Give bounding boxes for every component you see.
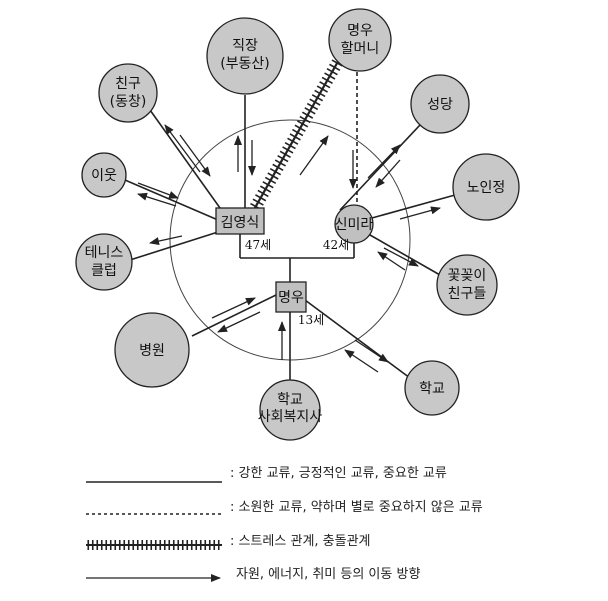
family-father: 김영식 47세 (215, 207, 271, 252)
svg-text:친구들: 친구들 (448, 286, 487, 302)
line-school (304, 299, 411, 379)
arrow-from-school (344, 349, 379, 373)
node-school-social-worker: 학교 사회복지사 (258, 379, 323, 441)
svg-text:13세: 13세 (298, 313, 324, 327)
svg-text:자원, 에너지, 취미 등의 이동 방향: 자원, 에너지, 취미 등의 이동 방향 (236, 567, 420, 582)
node-flower-friends: 꽃꽂이 친구들 (436, 254, 498, 316)
legend: : 강한 교류, 긍정적인 교류, 중요한 교류 : 소원한 교류, 약하며 별… (86, 466, 483, 582)
svg-text:(부동산): (부동산) (220, 56, 270, 72)
arrow-from-friends (179, 134, 211, 177)
node-neighbor: 이웃 (81, 152, 127, 198)
node-hospital: 병원 (114, 312, 190, 388)
legend-arrow: 자원, 에너지, 취미 등의 이동 방향 (86, 567, 420, 582)
svg-text:47세: 47세 (245, 238, 271, 252)
node-tennis-club: 테니스 클럽 (75, 233, 133, 291)
line-flower-friends (369, 234, 441, 276)
family-mother: 신미라 42세 (323, 204, 374, 252)
svg-text:: 소원한 교류, 약하며 별로 중요하지 않은 교류: : 소원한 교류, 약하며 별로 중요하지 않은 교류 (230, 500, 483, 515)
svg-text:친구: 친구 (115, 76, 141, 92)
arrow-to-church (367, 144, 401, 179)
svg-text:학교: 학교 (419, 381, 445, 397)
svg-text:꽃꽂이: 꽃꽂이 (448, 268, 487, 284)
arrow-to-school (354, 339, 389, 363)
svg-text:이웃: 이웃 (91, 168, 117, 184)
svg-text:신미라: 신미라 (335, 217, 374, 233)
node-school: 학교 (404, 360, 460, 416)
arrow-to-friends (164, 124, 201, 173)
arrow-from-neighbor (137, 182, 179, 199)
node-senior-center: 노인정 (452, 153, 520, 221)
svg-text:42세: 42세 (323, 238, 349, 252)
svg-text:: 스트레스 관계, 충돌관계: : 스트레스 관계, 충돌관계 (230, 534, 371, 549)
line-neighbor (124, 179, 219, 221)
node-friends-alumni: 친구 (동창) (98, 63, 158, 123)
svg-text:테니스: 테니스 (85, 245, 124, 261)
svg-text:(동창): (동창) (110, 94, 147, 110)
arrow-from-church (375, 159, 401, 188)
svg-text:할머니: 할머니 (341, 41, 380, 57)
svg-text:클럽: 클럽 (91, 263, 117, 279)
line-tennis (129, 231, 219, 261)
svg-text:직장: 직장 (232, 38, 258, 54)
svg-text:명우: 명우 (278, 290, 304, 306)
svg-text:노인정: 노인정 (467, 180, 506, 196)
node-church: 성당 (410, 74, 470, 134)
arrow-from-flower-friends (377, 251, 406, 271)
legend-hatch: : 스트레스 관계, 충돌관계 (86, 534, 371, 550)
node-workplace: 직장 (부동산) (206, 17, 284, 95)
svg-text:사회복지사: 사회복지사 (258, 409, 323, 425)
line-church (339, 124, 421, 211)
svg-text:병원: 병원 (139, 343, 165, 359)
legend-solid: : 강한 교류, 긍정적인 교류, 중요한 교류 (86, 466, 447, 483)
node-grandmother: 명우 할머니 (328, 8, 392, 72)
arrow-to-hospital (217, 311, 261, 333)
line-hospital (191, 294, 277, 337)
arrow-to-tennis (149, 235, 183, 245)
line-stress (251, 57, 341, 214)
svg-text:학교: 학교 (277, 392, 303, 408)
arrow-stress-to-grandmother (299, 135, 329, 176)
legend-dashed: : 소원한 교류, 약하며 별로 중요하지 않은 교류 (86, 500, 483, 515)
svg-text:명우: 명우 (347, 23, 373, 39)
family-child: 명우 13세 (275, 281, 324, 327)
arrow-from-hospital (211, 297, 256, 319)
svg-text:성당: 성당 (427, 97, 453, 113)
arrow-to-senior-center (399, 206, 441, 220)
arrow-to-neighbor (137, 192, 177, 207)
svg-text:김영식: 김영식 (221, 215, 260, 231)
line-friends (149, 109, 226, 216)
arrow-to-flower-friends (383, 247, 419, 267)
line-senior-center (371, 194, 456, 219)
svg-text:: 강한 교류, 긍정적인 교류, 중요한 교류: : 강한 교류, 긍정적인 교류, 중요한 교류 (230, 466, 447, 481)
